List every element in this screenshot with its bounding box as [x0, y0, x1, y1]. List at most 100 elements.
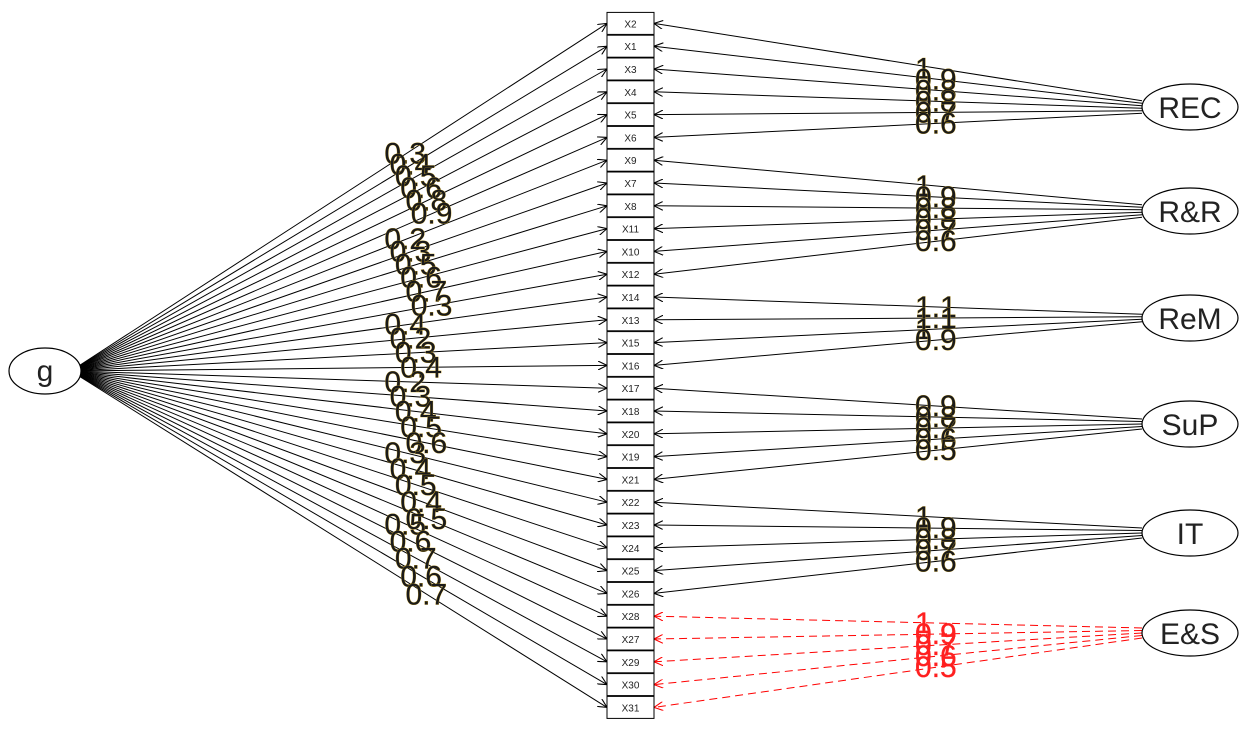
factor-loading-x22: 1	[915, 501, 932, 534]
item-label-x26: X26	[622, 589, 640, 600]
g-loading-x19: 0.5	[400, 411, 442, 444]
item-label-x9: X9	[624, 156, 637, 167]
factor-edge-es-x27	[654, 630, 1143, 640]
factor-loading-x27: 0.9	[915, 618, 957, 651]
g-edge-x30	[78, 375, 607, 685]
factor-label-es: E&S	[1160, 618, 1220, 651]
item-box-x22	[606, 490, 655, 514]
item-label-x30: X30	[622, 681, 640, 692]
factor-loading-x12: 0.6	[915, 225, 957, 258]
g-edge-x21	[78, 372, 607, 480]
item-box-x29	[606, 650, 655, 674]
item-box-x15	[606, 331, 655, 355]
factor-edge-rr-x11	[654, 211, 1143, 228]
g-edge-x24	[78, 373, 607, 548]
g-loading-x26: 0.5	[405, 503, 447, 536]
item-label-x15: X15	[622, 339, 640, 350]
g-loading-x20: 0.4	[395, 396, 437, 429]
factor-edge-rem-x16	[654, 321, 1143, 366]
group-factor-edges	[654, 23, 1143, 707]
item-boxes: X2X1X3X4X5X6X9X7X8X11X10X12X14X13X15X16X…	[606, 11, 655, 719]
g-loading-x9: 0.2	[384, 223, 426, 256]
g-edge-x23	[78, 372, 607, 525]
g-edge-x22	[78, 372, 607, 502]
factor-edge-rr-x9	[654, 160, 1143, 206]
factor-loading-x8: 0.8	[915, 192, 957, 225]
item-box-x30	[606, 673, 655, 697]
g-edge-x31	[78, 375, 607, 707]
item-box-x9	[606, 148, 655, 172]
g-loading-x29: 0.7	[395, 543, 437, 576]
general-factor-label: g	[37, 355, 54, 388]
g-edge-x27	[78, 374, 607, 639]
item-label-x4: X4	[624, 88, 637, 99]
factor-loading-x25: 0.7	[915, 534, 957, 567]
factor-loading-x9: 1	[915, 170, 932, 203]
factor-edge-it-x22	[654, 502, 1143, 529]
item-label-x18: X18	[622, 407, 640, 418]
g-loading-x27: 0.6	[390, 525, 432, 558]
factor-loading-x5: 0.7	[915, 96, 957, 129]
item-box-x8	[606, 194, 655, 218]
item-box-x27	[606, 627, 655, 651]
factor-label-it: IT	[1177, 518, 1204, 551]
g-edge-x28	[78, 374, 607, 617]
g-loading-x17: 0.2	[384, 366, 426, 399]
item-label-x13: X13	[622, 316, 640, 327]
factor-loading-x26: 0.6	[915, 545, 957, 578]
item-box-x16	[606, 353, 655, 377]
factor-loading-x18: 0.8	[915, 401, 957, 434]
factor-loading-x7: 0.9	[915, 181, 957, 214]
g-edge-x10	[78, 251, 607, 370]
g-edge-x18	[78, 371, 607, 411]
factor-loading-x11: 0.8	[915, 203, 957, 236]
item-label-x8: X8	[624, 202, 637, 213]
g-edge-x3	[78, 69, 607, 367]
g-loading-x24: 0.5	[395, 469, 437, 502]
item-box-x23	[606, 513, 655, 537]
factor-loading-x2: 1	[915, 52, 932, 85]
factor-edge-rec-x1	[654, 46, 1143, 104]
factor-node-rec	[1141, 83, 1239, 131]
g-loading-x1: 0.4	[390, 149, 432, 182]
g-edge-x26	[78, 373, 607, 593]
item-box-x4	[606, 80, 655, 104]
factor-node-es	[1141, 609, 1239, 657]
factor-loading-x20: 0.7	[915, 412, 957, 445]
item-box-x19	[606, 445, 655, 469]
g-loading-x31: 0.7	[405, 579, 447, 612]
item-box-x17	[606, 376, 655, 400]
item-label-x10: X10	[622, 247, 640, 258]
g-loading-x2: 0.3	[384, 138, 426, 171]
item-label-x6: X6	[624, 133, 637, 144]
item-label-x11: X11	[622, 225, 639, 236]
factor-loading-x1: 0.9	[915, 63, 957, 96]
item-box-x5	[606, 103, 655, 127]
factor-loading-x28: 1	[915, 607, 932, 640]
item-label-x28: X28	[622, 612, 640, 623]
factor-label-sup: SuP	[1162, 409, 1219, 442]
factor-node-rr	[1141, 187, 1239, 235]
factor-node-sup	[1141, 400, 1239, 448]
g-edge-x9	[78, 160, 607, 369]
item-label-x29: X29	[622, 658, 640, 669]
g-loading-x14: 0.4	[384, 309, 426, 342]
factor-loading-x21: 0.5	[915, 434, 957, 467]
g-edge-x12	[78, 274, 607, 371]
factor-loading-x13: 1.1	[915, 302, 957, 335]
factor-loading-x15: 1	[915, 313, 932, 346]
item-label-x27: X27	[622, 635, 640, 646]
factor-loading-x17: 0.9	[915, 390, 957, 423]
factor-label-rr: R&R	[1158, 196, 1221, 229]
item-box-x10	[606, 239, 655, 263]
g-loading-x11: 0.6	[400, 262, 442, 295]
g-loading-x16: 0.4	[400, 351, 442, 384]
factor-loading-x4: 0.8	[915, 85, 957, 118]
factor-edge-rr-x10	[654, 214, 1143, 252]
item-label-x22: X22	[622, 498, 640, 509]
factor-edge-es-x30	[654, 635, 1143, 685]
factor-edge-sup-x21	[654, 428, 1143, 479]
g-edge-x7	[78, 183, 607, 369]
g-edge-x17	[78, 370, 607, 388]
